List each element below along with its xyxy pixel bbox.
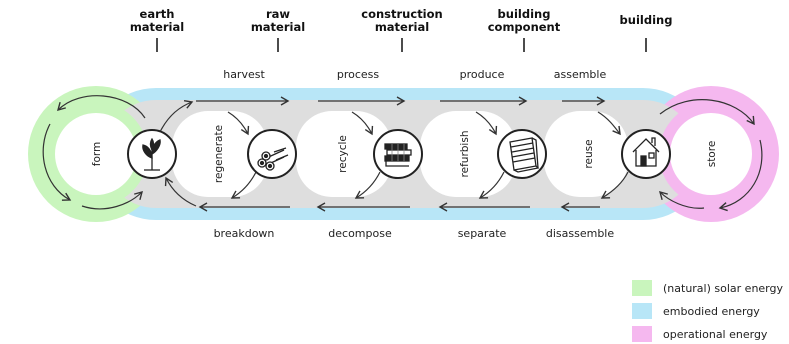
stage-label-raw-material-line2: material (251, 20, 305, 34)
stage-headers: earth material raw material construction… (130, 7, 673, 52)
node-construction-material (373, 129, 423, 179)
arrow-into-construction (351, 111, 374, 136)
node-earth-material (127, 129, 177, 179)
process-label-decompose: decompose (328, 227, 392, 240)
lumber-stack-icon (384, 143, 412, 167)
process-label-produce: produce (460, 68, 505, 81)
legend-label-solar: (natural) solar energy (663, 282, 783, 295)
stage-nodes (127, 129, 671, 179)
arrow-form-loop-top (57, 95, 146, 119)
process-label-harvest: harvest (223, 68, 265, 81)
legend-label-operational: operational energy (663, 328, 768, 341)
process-label-separate: separate (458, 227, 507, 240)
loop-reuse (544, 111, 628, 197)
stage-label-construction-material-line1: construction (361, 7, 442, 21)
process-label-assemble: assemble (554, 68, 607, 81)
loop-labels: form regenerate recycle refurbish reuse … (91, 125, 718, 183)
legend-swatch-solar (632, 280, 652, 296)
arrow-into-earth (164, 176, 197, 207)
house-icon (632, 137, 660, 167)
arrow-out-raw (230, 171, 257, 199)
process-label-process: process (337, 68, 380, 81)
process-label-disassemble: disassemble (546, 227, 614, 240)
legend: (natural) solar energy embodied energy o… (632, 280, 783, 342)
arrow-into-component (475, 111, 498, 136)
loop-label-reuse: reuse (583, 139, 595, 168)
loop-store (670, 113, 752, 195)
loop-label-regenerate: regenerate (213, 125, 225, 183)
legend-swatch-embodied (632, 303, 652, 319)
loop-label-form: form (91, 142, 103, 166)
arrow-form-loop-left (42, 123, 72, 201)
arrow-out-component (478, 171, 505, 199)
loop-label-refurbish: refurbish (459, 131, 471, 178)
stage-label-construction-material-line2: material (375, 20, 429, 34)
process-label-breakdown: breakdown (214, 227, 275, 240)
arrow-store-loop-bottom (659, 191, 705, 209)
stage-label-building-component-line1: building (498, 7, 551, 21)
arrow-out-construction (354, 171, 381, 199)
stage-label-earth-material-line1: earth (140, 7, 175, 21)
arrow-store-loop-right (718, 139, 763, 212)
arrow-into-building (597, 111, 621, 136)
node-raw-material (247, 129, 297, 179)
stage-label-building-component-line2: component (488, 20, 561, 34)
flow-arrows (42, 95, 763, 212)
arrow-into-raw (227, 111, 250, 136)
loop-label-store: store (706, 141, 718, 168)
arrow-out-building (600, 171, 629, 199)
node-building-component (497, 129, 547, 179)
stage-label-building: building (620, 13, 673, 27)
legend-label-embodied: embodied energy (663, 305, 760, 318)
node-building (621, 129, 671, 179)
plant-icon (142, 137, 161, 171)
legend-swatch-operational (632, 326, 652, 342)
loop-label-recycle: recycle (337, 135, 349, 173)
stage-label-raw-material-line1: raw (266, 7, 290, 21)
arrow-out-earth (159, 100, 194, 133)
logs-icon (257, 147, 289, 171)
loop-form (55, 113, 137, 195)
arrow-form-loop-bottom (81, 191, 143, 210)
arrow-store-loop-top (659, 99, 755, 126)
process-labels: harvest process produce assemble breakdo… (214, 68, 615, 240)
panel-stack-icon (509, 137, 540, 173)
stage-label-earth-material-line2: material (130, 20, 184, 34)
